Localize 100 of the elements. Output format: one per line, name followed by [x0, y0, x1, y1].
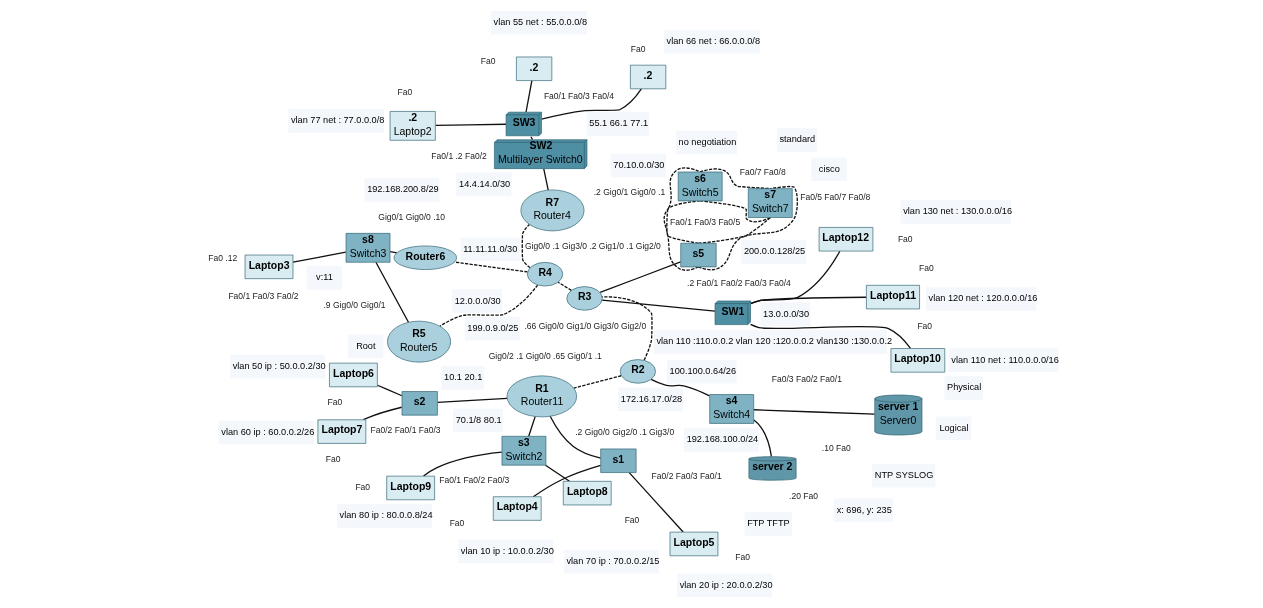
connector [438, 284, 538, 327]
node-label: .10 Fa0 [821, 442, 851, 453]
label: cisco [818, 163, 840, 174]
node-box: Laptop10 [890, 348, 945, 373]
node-label: .9 Gig0/0 Gig0/1 [323, 299, 386, 310]
node-box: .2 [515, 56, 552, 81]
connector [436, 397, 508, 403]
node-ellipse: Router6 [393, 245, 457, 270]
connector [557, 281, 572, 291]
connector [529, 135, 533, 141]
label: vlan 20 ip : 20.0.0.2/30 [679, 579, 773, 590]
node-ellipse: R5 Router5 [386, 320, 451, 363]
connector [540, 88, 642, 120]
node-label: Fa0 [327, 397, 342, 408]
node-box: Laptop12 [818, 227, 873, 252]
node-box: s2 [401, 391, 438, 416]
label: standard [778, 134, 815, 145]
node-label: .66 Gig0/0 Gig1/0 Gig3/0 Gig2/0 [524, 320, 646, 331]
connector [453, 261, 528, 273]
node-box: s3 Switch2 [501, 435, 546, 466]
label: 55.1 66.1 77.1 [588, 118, 648, 129]
label: 199.0.9.0/25 [466, 323, 518, 334]
connector [752, 409, 875, 415]
label: 10.1 20.1 [443, 372, 482, 383]
node-label: Fa0 [449, 517, 464, 528]
label: 70.10.0.0/30 [612, 159, 664, 170]
connector [598, 261, 681, 294]
connector [749, 296, 867, 305]
node-box: Laptop7 [317, 419, 366, 444]
node-label: Fa0 [624, 514, 639, 525]
node-box: s8 Switch3 [345, 233, 390, 263]
label: 172.16.17.0/28 [620, 393, 682, 404]
label: 192.168.200.8/29 [366, 184, 439, 195]
node-box: s4 Switch4 [708, 394, 754, 424]
label: no negotiation [678, 136, 736, 147]
connector [601, 296, 653, 361]
label: 14.4.14.0/30 [458, 178, 510, 189]
node-label: Gig0/0 .1 Gig3/0 .2 Gig1/0 .1 Gig2/0 [524, 240, 661, 251]
label: 12.0.0.0/30 [454, 295, 501, 306]
label: vlan 110 :110.0.0.2 vlan 120 :120.0.0.2 vlan130 :130.0.0.2 [655, 336, 892, 347]
node-label: Fa0/1 Fa0/3 Fa0/5 [669, 216, 740, 227]
node-box: Laptop9 [385, 475, 435, 501]
label: 192.168.100.0/24 [686, 434, 758, 445]
node-box: s1 [599, 448, 636, 473]
label: vlan 70 ip : 70.0.0.2/15 [565, 556, 659, 567]
node-label: Gig0/1 Gig0/0 .10 [377, 211, 445, 222]
node-label: Fa0/1 Fa0/3 Fa0/4 [543, 90, 614, 101]
connector [422, 451, 502, 477]
node-label: .2 Gig0/0 Gig2/0 .1 Gig3/0 [574, 427, 674, 438]
label: vlan 77 net : 77.0.0.0/8 [290, 115, 384, 126]
node-label: Fa0/1 .2 Fa0/2 [430, 150, 487, 161]
label: x: 696, y: 235 [836, 504, 892, 515]
label: vlan 120 net : 120.0.0.0/16 [928, 293, 1037, 304]
connector [362, 406, 402, 421]
node-label: Fa0/2 Fa0/3 Fa0/1 [651, 471, 722, 482]
node-label: Fa0 [630, 43, 645, 54]
node-box: .2 Laptop2 [389, 111, 436, 141]
connector [665, 167, 701, 244]
node-label: Fa0 [734, 551, 750, 562]
label: 200.0.0.128/25 [743, 246, 805, 257]
node-ellipse: R1 Router11 [506, 375, 577, 418]
connector [532, 464, 601, 498]
node-box: s6 Switch5 [677, 171, 722, 202]
label: vlan 130 net : 130.0.0.0/16 [902, 206, 1012, 217]
connector [524, 80, 533, 113]
node-box: s5 [679, 242, 716, 268]
label: Physical [946, 382, 981, 393]
connector [291, 251, 346, 263]
label: vlan 66 net : 66.0.0.0/8 [666, 36, 760, 47]
label: 11.11.11.0/30 [462, 243, 517, 254]
node-label: Fa0 [918, 263, 934, 274]
node-box: s7 Switch7 [747, 188, 793, 218]
node-label: Fa0 [397, 87, 412, 98]
node-label: Fa0/2 Fa0/1 Fa0/3 [370, 425, 441, 436]
label: Logical [938, 422, 968, 433]
label: 100.100.0.64/26 [669, 366, 736, 377]
node-ellipse: R7 Router4 [520, 189, 584, 232]
label: 13.0.0.0/30 [762, 308, 809, 319]
label: 70.1/8 80.1 [455, 414, 502, 425]
connector [527, 415, 536, 437]
node-box: Laptop8 [562, 481, 612, 506]
node-label: Fa0/1 Fa0/2 Fa0/3 [438, 475, 509, 486]
node-label: Gig0/2 .1 Gig0/0 .65 Gig0/1 .1 [488, 351, 602, 362]
connector [544, 464, 570, 482]
connector [434, 123, 507, 127]
node-label: Fa0 [916, 321, 932, 332]
node-ellipse: R4 [526, 262, 563, 287]
node-box: .2 [629, 64, 666, 90]
label: v:11 [315, 272, 333, 283]
node-label: Fa0/3 Fa0/2 Fa0/1 [771, 374, 842, 385]
connector [376, 384, 403, 397]
node-ellipse: R2 [619, 359, 656, 384]
connector [521, 223, 531, 269]
node-label: Fa0 [897, 233, 913, 244]
connector [572, 375, 622, 389]
node-box: Laptop6 [328, 362, 378, 388]
label: Root [355, 340, 376, 351]
node-label: Fa0/5 Fa0/7 Fa0/8 [799, 191, 870, 202]
label: NTP SYSLOG [874, 470, 933, 481]
label: vlan 55 net : 55.0.0.0/8 [493, 17, 587, 28]
